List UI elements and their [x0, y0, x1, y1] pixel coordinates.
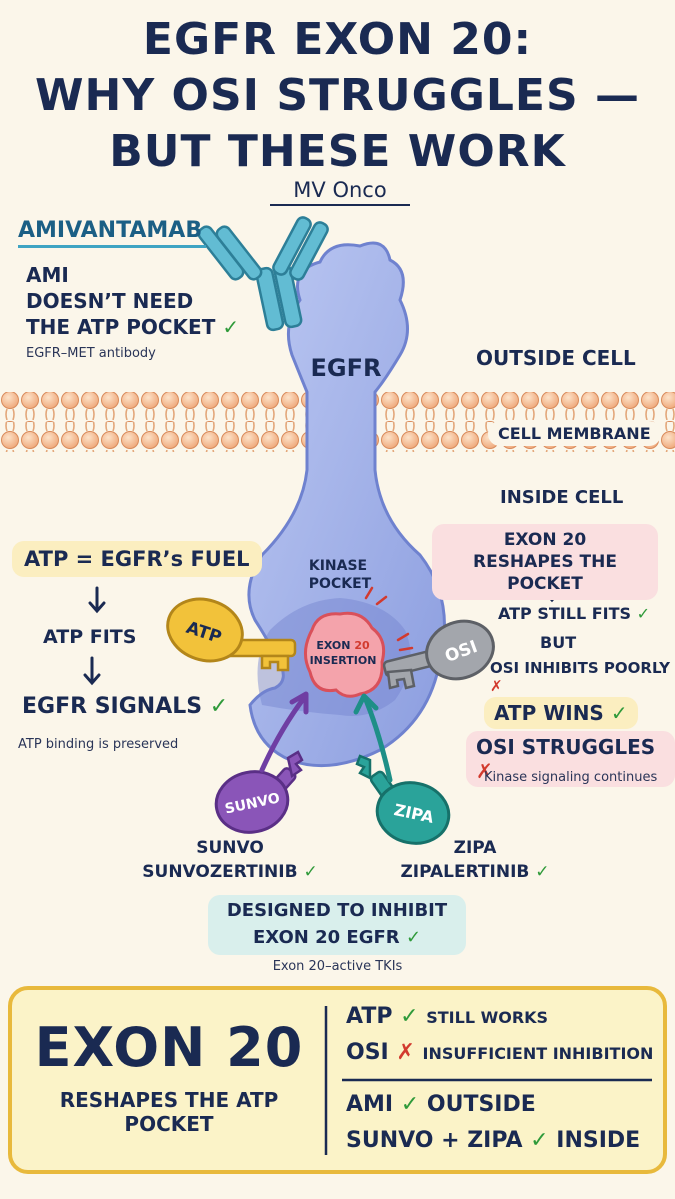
check-icon: ✓ [400, 1092, 420, 1117]
sunvo-short-name: SUNVO [196, 838, 264, 858]
summary-row-sunvo-zipa-name: SUNVO + ZIPA [346, 1128, 523, 1153]
atp-key-icon [166, 597, 297, 672]
osi-inhibits-poorly-label: OSI INHIBITS POORLY ✗ [490, 659, 675, 695]
exon20-insertion-blob [304, 611, 386, 698]
zipa-key-icon [355, 754, 451, 845]
osi-inhibits-poorly-text: OSI INHIBITS POORLY [490, 659, 671, 677]
egfr-signals-text: EGFR SIGNALS [22, 694, 203, 719]
summary-row-osi-text: INSUFFICIENT INHIBITION [422, 1044, 654, 1063]
summary-row-ami-name: AMI [346, 1092, 394, 1117]
check-icon: ✓ [209, 694, 229, 719]
ami-line-3-text: THE ATP POCKET [26, 315, 216, 339]
amivantamab-text: AMI DOESN’T NEED THE ATP POCKET ✓ [26, 262, 239, 340]
insertion-label-line2: INSERTION [310, 654, 377, 667]
sunvo-arrow-icon [259, 691, 309, 773]
amivantamab-caption: EGFR–MET antibody [26, 346, 156, 361]
summary-row-sunvo-zipa-text: INSIDE [556, 1128, 641, 1153]
osi-struggles-label: OSI STRUGGLES ✗ [466, 731, 675, 787]
summary-row-atp-name: ATP [346, 1004, 393, 1029]
sunvo-drug-label: SUNVO SUNVOZERTINIB ✓ [130, 836, 330, 884]
exon-panel-caption: Kinase signaling continues [484, 770, 658, 785]
title-line-2: WHY OSI STRUGGLES — [35, 70, 640, 121]
designed-box: DESIGNED TO INHIBIT EXON 20 EGFR ✓ [208, 895, 466, 955]
check-icon: ✓ [303, 862, 318, 882]
designed-caption: Exon 20–active TKIs [272, 959, 403, 974]
exon-reshape-line1: EXON 20 [503, 530, 587, 550]
cell-membrane-label: CELL MEMBRANE [488, 421, 661, 446]
sunvo-key-icon [214, 750, 304, 834]
outside-cell-label: OUTSIDE CELL [476, 346, 636, 370]
check-icon: ✓ [610, 701, 628, 725]
insertion-number-text: 20 [354, 639, 370, 652]
check-icon: ✓ [636, 604, 651, 623]
amivantamab-antibody [197, 216, 329, 332]
strain-marks-icon [364, 586, 414, 652]
atp-panel-caption: ATP binding is preserved [18, 737, 179, 752]
ami-line-1: AMI [26, 263, 69, 287]
egfr-signals-label: EGFR SIGNALS ✓ [22, 694, 228, 719]
author-signature: MV Onco [270, 178, 410, 206]
exon-reshape-label: EXON 20 RESHAPES THE POCKET [432, 524, 658, 600]
sunvo-full-name: SUNVOZERTINIB [142, 862, 298, 882]
summary-box [8, 986, 667, 1174]
check-icon: ✓ [530, 1128, 549, 1153]
summary-row-atp: ATP ✓ STILL WORKS [346, 1004, 548, 1029]
osi-struggles-text: OSI STRUGGLES [476, 735, 656, 759]
kinase-label-line1: KINASE [309, 558, 367, 574]
designed-line1: DESIGNED TO INHIBIT [226, 900, 448, 921]
left-flow-arrows [83, 586, 106, 686]
osi-key-icon [382, 619, 495, 690]
title-line-1: EGFR EXON 20: [142, 14, 533, 65]
atp-wins-text: ATP WINS [494, 701, 604, 725]
check-icon: ✓ [400, 1004, 419, 1029]
zipa-drug-label: ZIPA ZIPALERTINIB ✓ [385, 836, 565, 884]
check-icon: ✓ [535, 862, 550, 882]
ami-line-3: THE ATP POCKET ✓ [26, 314, 239, 340]
exon-reshape-line2: RESHAPES THE POCKET [472, 552, 617, 594]
insertion-exon-text: EXON [316, 639, 350, 652]
atp-wins-label: ATP WINS ✓ [484, 697, 638, 729]
summary-big-title: EXON 20 [34, 1016, 304, 1079]
zipa-short-name: ZIPA [453, 838, 497, 858]
atp-still-fits-text: ATP STILL FITS [498, 604, 632, 623]
cross-icon: ✗ [490, 677, 503, 695]
summary-row-atp-text: STILL WORKS [426, 1008, 549, 1027]
atp-fuel-label: ATP = EGFR’s FUEL [12, 541, 262, 577]
designed-line2: EXON 20 EGFR [252, 927, 400, 948]
ami-line-2: DOESN’T NEED [26, 289, 194, 313]
amivantamab-title: AMIVANTAMAB [18, 218, 207, 248]
sunvo-full-line: SUNVOZERTINIB ✓ [130, 860, 330, 884]
insertion-label-line1: EXON 20 [316, 639, 370, 652]
egfr-label: EGFR [311, 354, 382, 382]
kinase-label-line2: POCKET [309, 576, 372, 592]
zipa-arrow-icon [353, 693, 393, 783]
summary-row-osi: OSI ✗ INSUFFICIENT INHIBITION [346, 1040, 653, 1065]
zipa-full-name: ZIPALERTINIB [400, 862, 530, 882]
but-label: BUT [540, 633, 577, 652]
zipa-full-line: ZIPALERTINIB ✓ [385, 860, 565, 884]
atp-still-fits-label: ATP STILL FITS ✓ [498, 604, 650, 623]
summary-row-ami-text: OUTSIDE [426, 1092, 536, 1117]
atp-fits-label: ATP FITS [43, 626, 137, 648]
summary-subtitle: RESHAPES THE ATP POCKET [59, 1088, 279, 1136]
egfr-receptor-shape [247, 241, 446, 768]
inside-cell-label: INSIDE CELL [500, 487, 624, 508]
cross-icon: ✗ [476, 759, 493, 783]
summary-row-ami: AMI ✓ OUTSIDE [346, 1092, 536, 1117]
cross-icon: ✗ [396, 1040, 415, 1065]
designed-line2-row: EXON 20 EGFR ✓ [208, 924, 466, 951]
check-icon: ✓ [222, 315, 240, 339]
summary-row-osi-name: OSI [346, 1040, 389, 1065]
summary-row-sunvo-zipa: SUNVO + ZIPA ✓ INSIDE [346, 1128, 640, 1153]
title-line-3: BUT THESE WORK [109, 126, 566, 177]
check-icon: ✓ [405, 927, 422, 948]
